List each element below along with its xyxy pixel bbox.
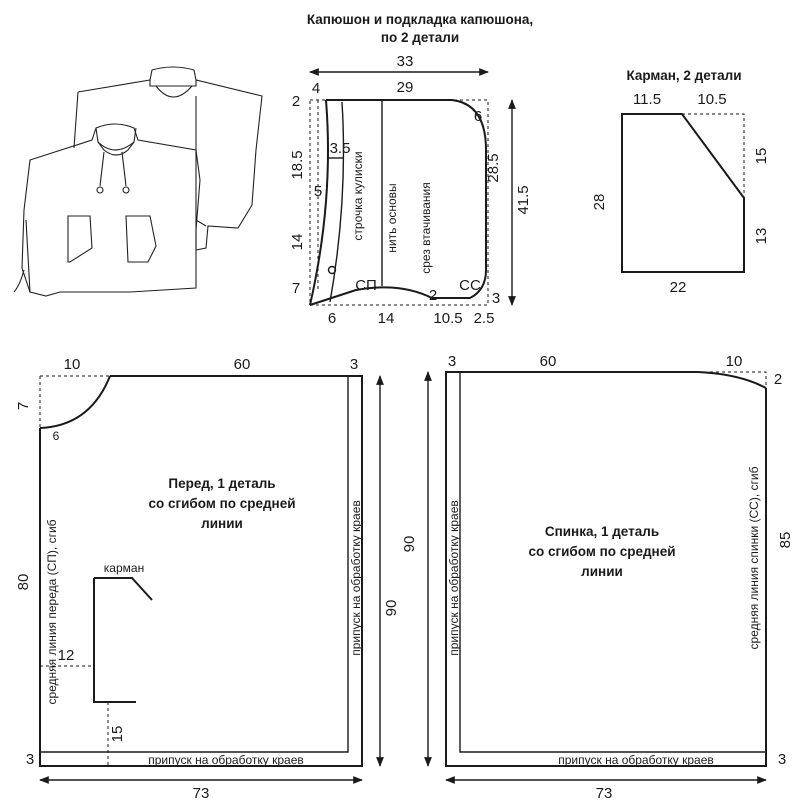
back-dim-60: 60 — [540, 353, 557, 370]
pocket-pattern: Карман, 2 детали 11.5 10.5 15 28 13 22 — [591, 68, 770, 296]
hood-dim-14-side: 14 — [289, 234, 306, 251]
back-dim-3: 3 — [448, 353, 456, 370]
hood-dim-18-5: 18.5 — [289, 150, 306, 179]
hood-dim-41-5: 41.5 — [515, 185, 532, 214]
back-title-line1: Спинка, 1 деталь — [545, 524, 659, 539]
back-title-line3: линии — [581, 564, 623, 579]
hood-label-seam: срез втачивания — [419, 182, 433, 274]
back-label-bottom-allowance: припуск на обработку краев — [558, 753, 714, 767]
front-dim-80: 80 — [15, 574, 32, 591]
front-title-line1: Перед, 1 деталь — [168, 476, 275, 491]
hood-dim-28-5: 28.5 — [485, 153, 502, 182]
front-label-bottom-allowance: припуск на обработку краев — [148, 753, 304, 767]
poncho-sketch — [13, 66, 263, 297]
front-label-pocket: карман — [104, 561, 144, 575]
hood-dim-5: 5 — [314, 183, 322, 200]
pocket-dim-28: 28 — [591, 194, 608, 211]
hood-dim-2-bottom: 2 — [429, 287, 437, 304]
front-label-center: средняя линия переда (СП), сгиб — [45, 519, 59, 704]
hood-label-grain: нить основы — [385, 183, 399, 252]
front-dim-15: 15 — [109, 726, 126, 743]
hood-dim-2-5: 2.5 — [474, 310, 495, 327]
front-dim-90: 90 — [383, 600, 400, 617]
back-dim-10: 10 — [726, 353, 743, 370]
back-dim-90: 90 — [401, 536, 418, 553]
back-dim-73: 73 — [596, 785, 613, 802]
front-title-line3: линии — [201, 516, 243, 531]
front-dim-6: 6 — [53, 429, 60, 443]
hood-label-ss: СС — [459, 277, 481, 294]
hood-dim-33: 33 — [397, 53, 414, 70]
front-dim-60: 60 — [234, 356, 251, 373]
hood-dim-10-5: 10.5 — [433, 310, 462, 327]
front-dim-3-top: 3 — [350, 356, 358, 373]
front-dim-10: 10 — [64, 356, 81, 373]
hood-title-line2: по 2 детали — [381, 30, 459, 45]
front-dim-7: 7 — [15, 402, 32, 410]
hood-label-cord: строчка кулиски — [351, 151, 365, 240]
pocket-dim-15: 15 — [753, 148, 770, 165]
pocket-dim-10-5: 10.5 — [697, 91, 726, 108]
front-pattern: 10 60 3 7 6 Перед, 1 деталь со сгибом по… — [15, 356, 400, 802]
pocket-dim-22: 22 — [670, 279, 687, 296]
back-dim-2: 2 — [774, 371, 782, 388]
hood-pattern: Капюшон и подкладка капюшона, по 2 детал… — [289, 12, 533, 327]
hood-dim-29: 29 — [397, 79, 414, 96]
pocket-dim-11-5: 11.5 — [633, 91, 661, 108]
back-title-line2: со сгибом по средней — [528, 544, 675, 559]
front-dim-73: 73 — [193, 785, 210, 802]
front-dim-12: 12 — [58, 647, 75, 664]
hood-label-sp: СП — [355, 277, 377, 294]
back-pattern: 3 60 10 2 90 припуск на обработку краев … — [401, 353, 794, 802]
pocket-dim-13: 13 — [753, 228, 770, 245]
hood-dim-2-top: 2 — [292, 93, 300, 110]
hood-dim-14-bottom: 14 — [378, 310, 395, 327]
hood-dim-4: 4 — [312, 80, 320, 97]
front-dim-3-bottom: 3 — [26, 751, 34, 768]
back-dim-85: 85 — [777, 532, 794, 549]
front-label-side-allowance: припуск на обработку краев — [349, 500, 363, 656]
hood-title-line1: Капюшон и подкладка капюшона, — [307, 12, 533, 27]
front-title-line2: со сгибом по средней — [148, 496, 295, 511]
back-dim-3-bottom: 3 — [778, 751, 786, 768]
hood-dim-3-5: 3.5 — [330, 140, 351, 157]
hood-dim-6-bottom: 6 — [328, 310, 336, 327]
hood-dim-3: 3 — [492, 290, 500, 307]
back-label-center: средняя линия спинки (СС), сгиб — [747, 466, 761, 649]
back-label-side-allowance: припуск на обработку краев — [447, 500, 461, 656]
drawstring-hole-icon — [327, 265, 337, 275]
pocket-title: Карман, 2 детали — [626, 68, 741, 83]
hood-dim-7: 7 — [292, 280, 300, 297]
